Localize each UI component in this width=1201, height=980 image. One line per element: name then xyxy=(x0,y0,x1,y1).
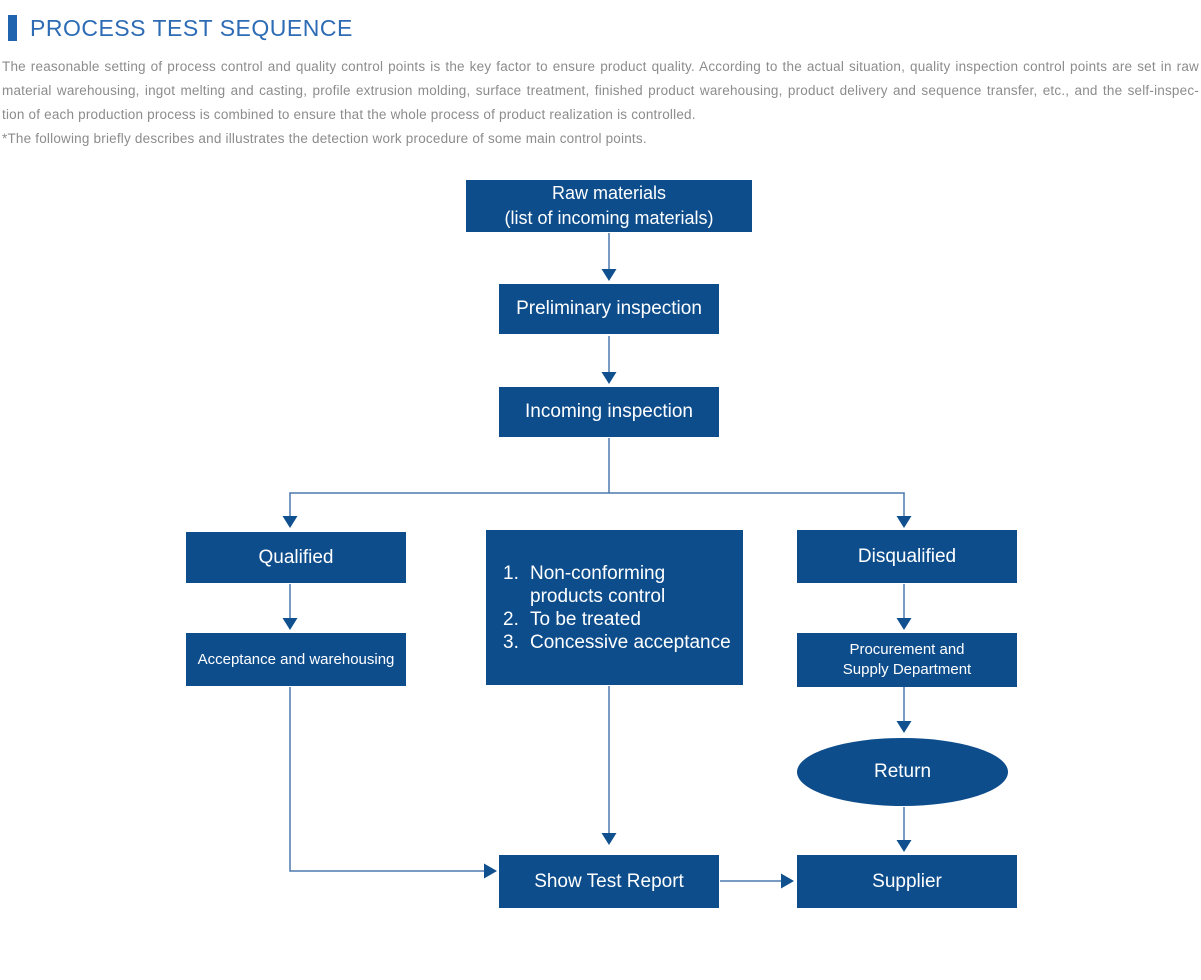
arrowhead-down-icon xyxy=(896,516,912,528)
arrowhead-down-icon xyxy=(896,618,912,630)
list-item: To be treated xyxy=(530,608,641,630)
nonconforming-options-list: Non-conforming products control To be tr… xyxy=(503,562,735,654)
title-accent-bar xyxy=(8,15,17,41)
arrowhead-right-icon xyxy=(484,863,497,879)
node-label: Supply Department xyxy=(842,661,972,678)
page-title: PROCESS TEST SEQUENCE xyxy=(30,15,353,41)
connector-qualified-to-acceptance xyxy=(282,584,298,630)
arrowhead-down-icon xyxy=(601,372,617,384)
connector-raw-to-preliminary xyxy=(601,233,617,281)
node-label: Preliminary inspection xyxy=(516,298,702,319)
node-return-ellipse: Return xyxy=(797,738,1008,806)
list-item: Concessive acceptance xyxy=(530,631,731,653)
node-acceptance-and-warehousing: Acceptance and warehousing xyxy=(186,633,406,686)
intro-line: material warehousing, ingot melting and … xyxy=(2,83,1199,98)
arrowhead-down-icon xyxy=(282,516,298,528)
connector-nonconforming-to-show-test-report xyxy=(601,686,617,845)
node-label: Raw materials xyxy=(551,183,667,203)
node-disqualified: Disqualified xyxy=(797,530,1017,583)
node-nonconforming-products-control: Non-conforming products control To be tr… xyxy=(486,530,743,685)
node-show-test-report: Show Test Report xyxy=(499,855,719,908)
node-label: Supplier xyxy=(872,870,942,892)
node-incoming-inspection: Incoming inspection xyxy=(499,387,719,437)
arrowhead-down-icon xyxy=(896,721,912,733)
list-item: Non-conforming products control xyxy=(530,562,666,607)
node-label: Qualified xyxy=(258,546,334,568)
node-preliminary-inspection: Preliminary inspection xyxy=(499,284,719,334)
intro-paragraph: The reasonable setting of process contro… xyxy=(2,55,1199,151)
arrowhead-down-icon xyxy=(896,840,912,852)
intro-note-line: *The following briefly describes and ill… xyxy=(2,131,647,146)
connector-acceptance-to-show-test-report xyxy=(289,687,497,879)
connector-incoming-to-junction xyxy=(289,438,905,494)
arrowhead-right-icon xyxy=(781,873,794,889)
intro-line: tion of each production process is combi… xyxy=(2,107,696,122)
node-qualified: Qualified xyxy=(186,532,406,583)
connector-preliminary-to-incoming xyxy=(601,336,617,384)
connector-return-to-supplier xyxy=(896,807,912,852)
node-supplier: Supplier xyxy=(797,855,1017,908)
node-label: Show Test Report xyxy=(534,870,684,892)
node-label: (list of incoming materials) xyxy=(504,208,714,228)
node-raw-materials: Raw materials (list of incoming material… xyxy=(466,180,752,232)
arrowhead-down-icon xyxy=(601,833,617,845)
node-procurement-supply-department: Procurement and Supply Department xyxy=(797,633,1017,687)
node-label: Acceptance and warehousing xyxy=(197,651,395,668)
node-label: Disqualified xyxy=(857,545,957,567)
node-label: Return xyxy=(873,761,932,782)
node-label: Incoming inspection xyxy=(525,401,693,422)
connector-junction-to-disqualified xyxy=(896,493,912,528)
connector-disqualified-to-procurement xyxy=(896,584,912,630)
arrowhead-down-icon xyxy=(282,618,298,630)
arrowhead-down-icon xyxy=(601,269,617,281)
connector-procurement-to-return xyxy=(896,687,912,733)
intro-line: The reasonable setting of process contro… xyxy=(2,59,1199,74)
node-label: Procurement and xyxy=(849,641,965,658)
connector-show-test-report-to-supplier xyxy=(720,873,794,889)
connector-junction-to-qualified xyxy=(282,493,298,528)
